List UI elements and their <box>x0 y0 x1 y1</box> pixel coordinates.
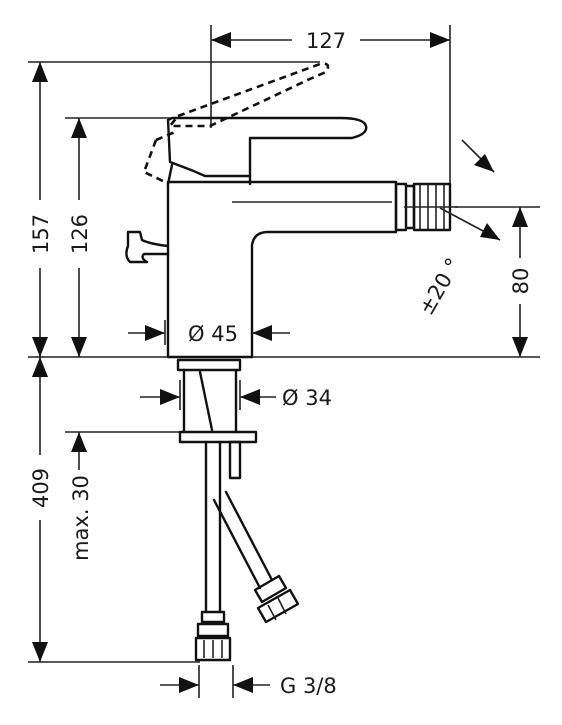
dim-label-diameter-34: Ø 34 <box>282 386 332 410</box>
dim-label-127: 127 <box>306 29 346 53</box>
extension-lines <box>28 25 540 698</box>
dim-label-157: 157 <box>29 214 53 254</box>
dim-label-thread: G 3/8 <box>280 674 337 698</box>
lever <box>142 62 368 186</box>
dim-label-409: 409 <box>29 468 53 508</box>
dim-label-126: 126 <box>68 214 92 254</box>
dim-label-angle: ±20 ° <box>414 254 466 319</box>
mounting-assembly <box>176 358 300 662</box>
dim-label-80: 80 <box>509 268 533 295</box>
faucet-body <box>125 180 458 359</box>
dimension-lines <box>32 32 528 693</box>
dim-label-max-30: max. 30 <box>69 475 93 561</box>
dim-label-diameter-45: Ø 45 <box>188 322 238 346</box>
